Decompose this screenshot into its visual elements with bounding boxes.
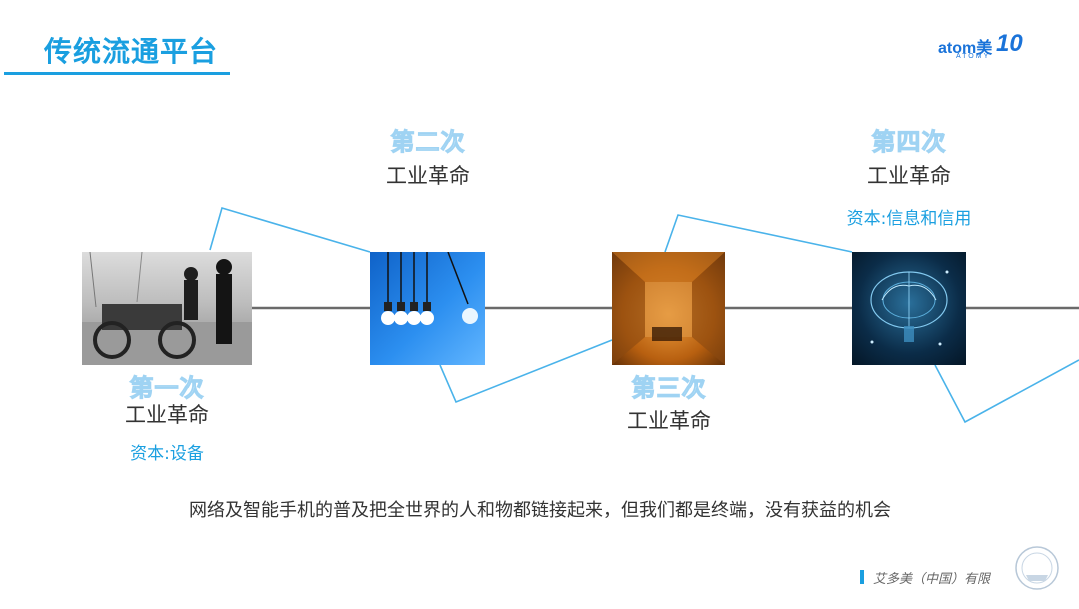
footer-accent-bar [860,570,864,584]
revolution-1-ordinal: 第一次 [130,368,205,403]
footer-company: 艾多美（中国）有限 [873,568,990,587]
zigzag-connector-1 [210,208,370,252]
zigzag-connector-3 [665,215,852,252]
revolution-3-ordinal: 第三次 [632,368,707,403]
vintage-car-photo [82,252,252,365]
revolution-4-capital: 资本:信息和信用 [847,204,972,229]
revolution-4-ordinal: 第四次 [872,122,947,157]
zigzag-connector-4 [935,360,1079,422]
light-bulbs-photo [370,252,485,365]
watermark-stamp-icon [1014,545,1060,591]
digital-brain-photo [852,252,966,365]
revolution-1-label: 工业革命 [125,399,209,429]
summary-text: 网络及智能手机的普及把全世界的人和物都链接起来，但我们都是终端，没有获益的机会 [189,496,891,522]
lab-room-photo [612,252,725,365]
revolution-2-ordinal: 第二次 [391,122,466,157]
revolution-1-capital: 资本:设备 [130,439,204,464]
revolution-4-label: 工业革命 [867,160,951,190]
revolution-2-label: 工业革命 [386,160,470,190]
revolution-3-label: 工业革命 [627,405,711,435]
